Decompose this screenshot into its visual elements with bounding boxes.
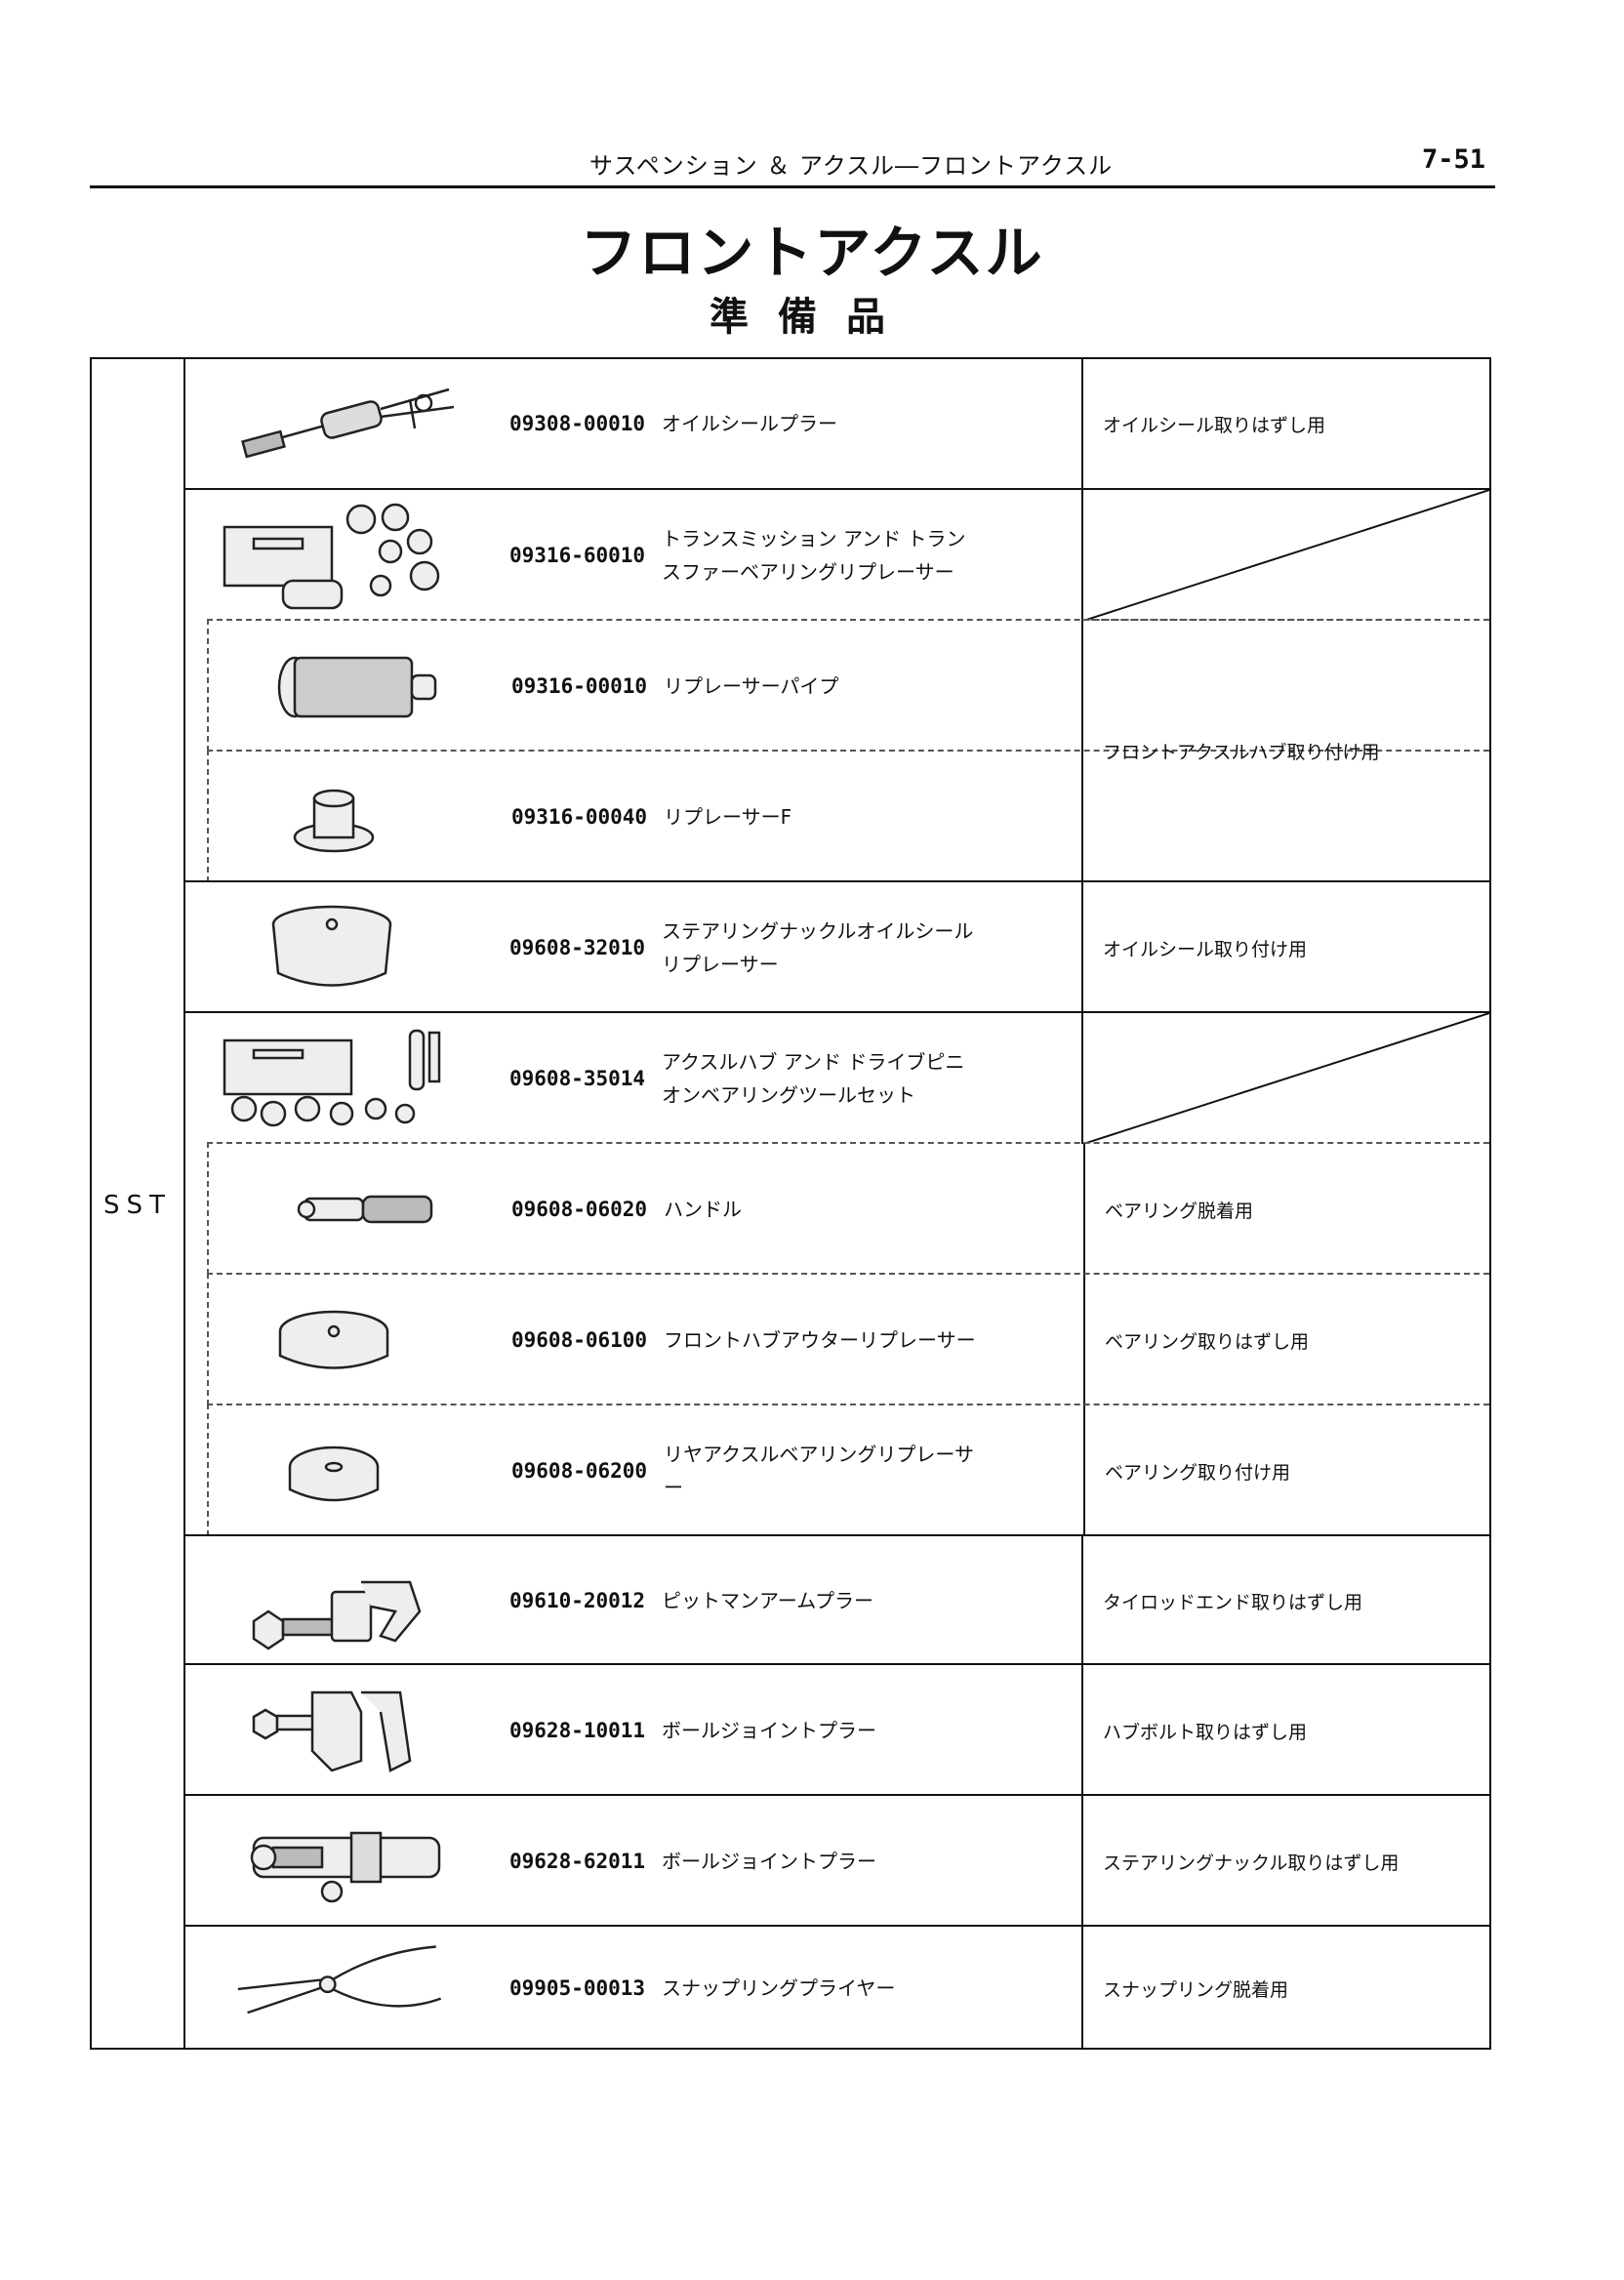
table-row: 09308-00010 オイルシールプラー オイルシール取りはずし用 bbox=[185, 359, 1489, 488]
use-cell: スナップリング脱着用 bbox=[1081, 1927, 1489, 2050]
part-number: 09608-06020 bbox=[511, 1198, 648, 1221]
running-head: サスペンション ＆ アクスル―フロントアクスル bbox=[589, 152, 1114, 180]
part-number: 09608-32010 bbox=[509, 936, 646, 959]
use-cell: ベアリング脱着用 bbox=[1083, 1144, 1489, 1275]
part-number: 09316-00040 bbox=[511, 805, 648, 829]
part-cell: 09608-06100 フロントハブアウターリプレーサー bbox=[511, 1275, 999, 1405]
table-row: 09316-00040 リプレーサーF bbox=[207, 750, 1489, 882]
use-cell: オイルシール取りはずし用 bbox=[1081, 359, 1489, 488]
part-cell: 09608-06020 ハンドル bbox=[511, 1144, 999, 1275]
part-cell: 09608-06200 リヤアクスルベアリングリプレーサー bbox=[511, 1405, 999, 1536]
part-cell: 09316-00010 リプレーサーパイプ bbox=[511, 621, 999, 752]
part-name: ピットマンアームプラー bbox=[662, 1589, 873, 1612]
table-row: 09608-06200 リヤアクスルベアリングリプレーサー ベアリング取り付け用 bbox=[207, 1404, 1489, 1536]
part-number: 09316-60010 bbox=[509, 544, 646, 567]
part-cell: 09308-00010 オイルシールプラー bbox=[509, 359, 997, 488]
pitman-arm-puller-icon bbox=[215, 1542, 478, 1659]
part-number: 09628-62011 bbox=[509, 1850, 646, 1873]
part-number: 09628-10011 bbox=[509, 1719, 646, 1742]
tool-table: SST 09308-00010 オイルシールプラー オイルシール取りはずし用 0… bbox=[90, 357, 1491, 2050]
part-name: ステアリングナックルオイルシールリプレーサー bbox=[662, 919, 974, 976]
bearing-tool-set-icon bbox=[215, 1019, 478, 1138]
use-cell bbox=[1081, 1013, 1489, 1144]
part-cell: 09608-35014 アクスルハブ アンド ドライブピニオンベアリングツールセ… bbox=[509, 1013, 997, 1144]
part-name: フロントハブアウターリプレーサー bbox=[664, 1328, 976, 1352]
snap-ring-pliers-icon bbox=[215, 1933, 478, 2044]
part-cell: 09628-10011 ボールジョイントプラー bbox=[509, 1665, 997, 1796]
table-row: 09316-60010 トランスミッション アンド トランスファーベアリングリプ… bbox=[185, 488, 1489, 621]
use-cell: ステアリングナックル取りはずし用 bbox=[1081, 1796, 1489, 1927]
part-cell: 09905-00013 スナップリングプライヤー bbox=[509, 1927, 997, 2050]
part-name: スナップリングプライヤー bbox=[662, 1976, 896, 2000]
page-header: サスペンション ＆ アクスル―フロントアクスル 7-51 bbox=[90, 0, 1495, 191]
table-row: 09608-06100 フロントハブアウターリプレーサー ベアリング取りはずし用 bbox=[207, 1273, 1489, 1405]
part-name: アクスルハブ アンド ドライブピニオンベアリングツールセット bbox=[662, 1050, 965, 1107]
table-row: 09905-00013 スナップリングプライヤー スナップリング脱着用 bbox=[185, 1925, 1489, 2050]
table-row: 09628-10011 ボールジョイントプラー ハブボルト取りはずし用 bbox=[185, 1663, 1489, 1796]
part-cell: 09608-32010 ステアリングナックルオイルシールリプレーサー bbox=[509, 882, 997, 1013]
use-cell: オイルシール取り付け用 bbox=[1081, 882, 1489, 1013]
ball-joint-puller-2-icon bbox=[215, 1802, 478, 1921]
part-name: リプレーサーF bbox=[664, 805, 792, 829]
page-number: 7-51 bbox=[1421, 144, 1485, 175]
part-name: ボールジョイントプラー bbox=[662, 1850, 876, 1873]
header-rule bbox=[90, 185, 1495, 188]
table-row: 09628-62011 ボールジョイントプラー ステアリングナックル取りはずし用 bbox=[185, 1794, 1489, 1927]
not-applicable-slash bbox=[1083, 490, 1489, 621]
not-applicable-slash bbox=[1083, 1013, 1489, 1144]
part-number: 09308-00010 bbox=[509, 412, 646, 435]
page-subtitle: 準備品 bbox=[710, 295, 914, 340]
table-row: 09608-32010 ステアリングナックルオイルシールリプレーサー オイルシー… bbox=[185, 880, 1489, 1013]
replacer-pipe-icon bbox=[217, 627, 480, 746]
replacer-f-icon bbox=[217, 757, 480, 876]
part-number: 09608-06200 bbox=[511, 1459, 648, 1483]
knuckle-seal-replacer-icon bbox=[215, 888, 478, 1007]
hub-outer-replacer-icon bbox=[217, 1281, 480, 1400]
part-number: 09905-00013 bbox=[509, 1976, 646, 2000]
oil-seal-puller-icon bbox=[215, 365, 478, 482]
use-cell bbox=[1081, 490, 1489, 621]
part-name: オイルシールプラー bbox=[662, 412, 837, 435]
use-cell: タイロッドエンド取りはずし用 bbox=[1081, 1536, 1489, 1665]
bearing-replacer-set-icon bbox=[215, 496, 478, 615]
use-cell: ベアリング取り付け用 bbox=[1083, 1405, 1489, 1536]
table-row: 09610-20012 ピットマンアームプラー タイロッドエンド取りはずし用 bbox=[185, 1534, 1489, 1665]
table-row: 09608-35014 アクスルハブ アンド ドライブピニオンベアリングツールセ… bbox=[185, 1011, 1489, 1144]
handle-icon bbox=[217, 1150, 480, 1269]
part-cell: 09610-20012 ピットマンアームプラー bbox=[509, 1536, 997, 1665]
part-number: 09610-20012 bbox=[509, 1589, 646, 1612]
category-column: SST bbox=[92, 359, 185, 2048]
table-row: 09608-06020 ハンドル ベアリング脱着用 bbox=[207, 1142, 1489, 1275]
page-title: フロントアクスル bbox=[580, 220, 1044, 286]
part-cell: 09316-60010 トランスミッション アンド トランスファーベアリングリプ… bbox=[509, 490, 997, 621]
use-cell: ハブボルト取りはずし用 bbox=[1081, 1665, 1489, 1796]
part-name: ボールジョイントプラー bbox=[662, 1719, 876, 1742]
use-cell: ベアリング取りはずし用 bbox=[1083, 1275, 1489, 1405]
part-cell: 09628-62011 ボールジョイントプラー bbox=[509, 1796, 997, 1927]
part-number: 09316-00010 bbox=[511, 674, 648, 698]
part-name: リプレーサーパイプ bbox=[664, 674, 839, 698]
part-name: ハンドル bbox=[664, 1198, 742, 1221]
table-row: 09316-00010 リプレーサーパイプ bbox=[207, 619, 1489, 752]
part-number: 09608-35014 bbox=[509, 1067, 646, 1090]
part-cell: 09316-00040 リプレーサーF bbox=[511, 752, 999, 882]
ball-joint-puller-icon bbox=[215, 1671, 478, 1790]
rear-bearing-replacer-icon bbox=[217, 1411, 480, 1530]
part-name: トランスミッション アンド トランスファーベアリングリプレーサー bbox=[662, 527, 966, 584]
category-label: SST bbox=[103, 1191, 172, 1220]
part-name: リヤアクスルベアリングリプレーサー bbox=[664, 1443, 974, 1499]
use-cell: フロントアクスルハブ取り付け用 bbox=[1081, 619, 1489, 880]
part-number: 09608-06100 bbox=[511, 1328, 648, 1352]
